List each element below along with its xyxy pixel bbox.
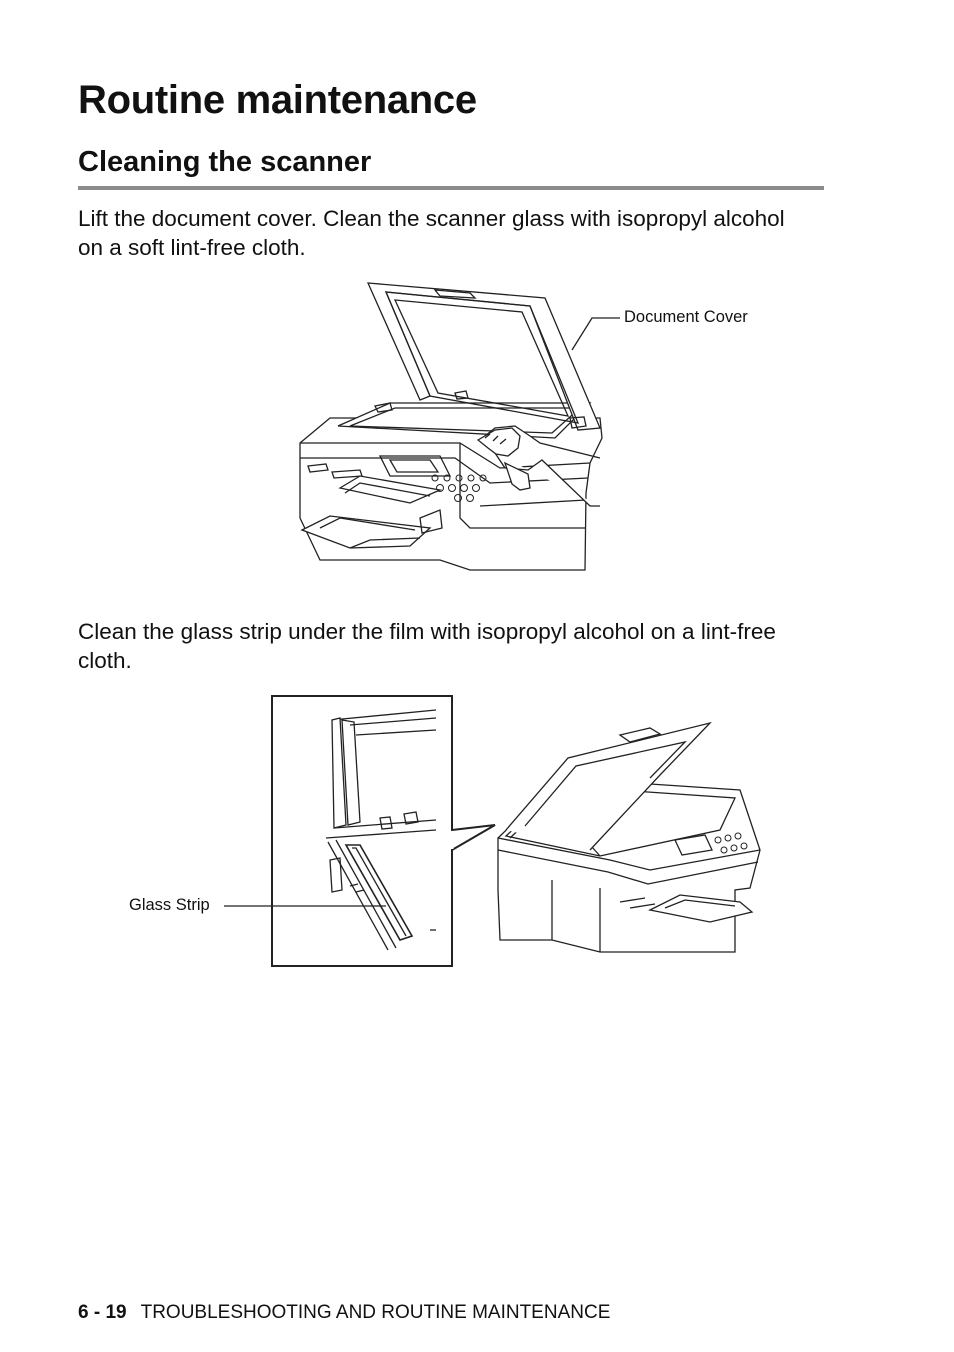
glass-strip-callout: Glass Strip	[129, 896, 210, 914]
page-number: 6 - 19	[78, 1302, 127, 1323]
section-divider	[78, 186, 824, 190]
instruction-paragraph-cover: Lift the document cover. Clean the scann…	[78, 206, 785, 260]
chapter-title: TROUBLESHOOTING AND ROUTINE MAINTENANCE	[140, 1302, 611, 1323]
instruction-paragraph-glass-strip: Clean the glass strip under the film wit…	[78, 619, 776, 673]
section-title: Cleaning the scanner	[78, 146, 372, 178]
scanner-cleaning-illustration	[290, 278, 780, 578]
document-cover-callout: Document Cover	[624, 308, 748, 326]
page-footer: 6 - 19 TROUBLESHOOTING AND ROUTINE MAINTE…	[78, 1302, 610, 1324]
page-title: Routine maintenance	[78, 78, 477, 122]
glass-strip-illustration	[120, 690, 770, 980]
